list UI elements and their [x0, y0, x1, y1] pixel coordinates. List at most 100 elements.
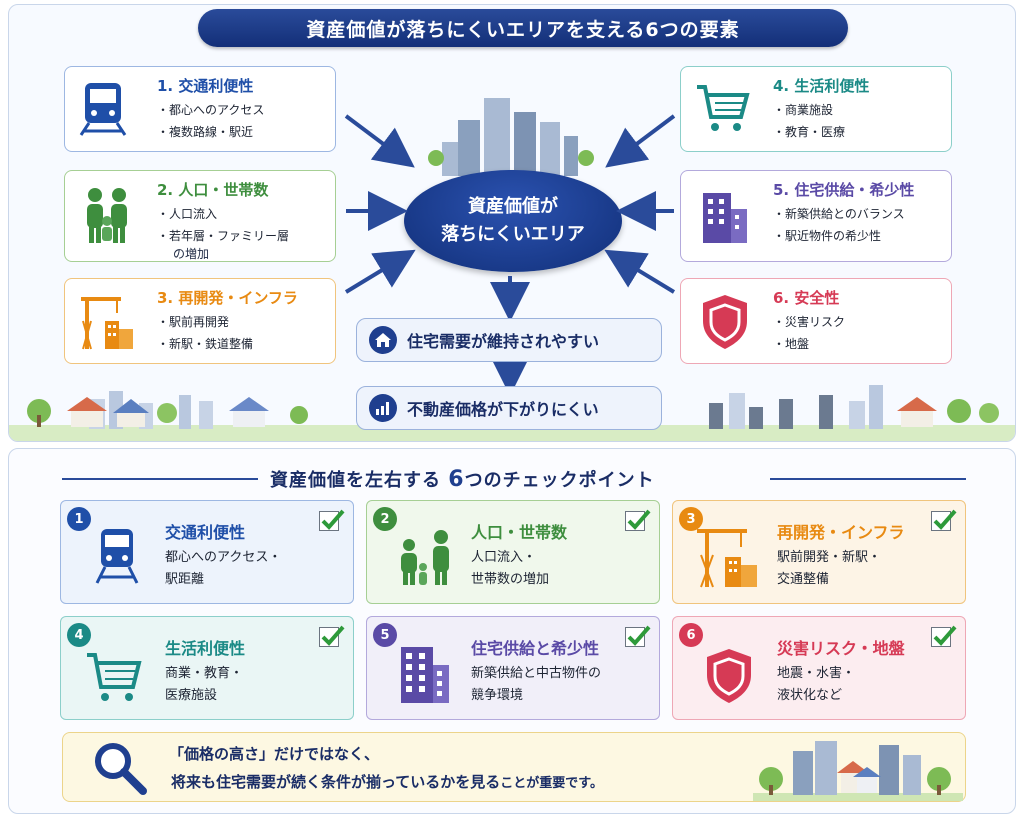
building-icon: [703, 193, 747, 243]
factor-title: 2. 人口・世帯数: [157, 181, 269, 199]
flow-arrows: [344, 114, 676, 396]
desc-line: 液状化など: [777, 688, 843, 703]
check-icon: [319, 625, 345, 647]
factor-bullet: 新駅・鉄道整備: [157, 333, 253, 355]
magnifier-icon: [95, 743, 147, 795]
factor-bullet: 複数路線・駅近: [157, 121, 264, 143]
checkpoint-card-population: 2 人口・世帯数 人口流入・世帯数の増加: [366, 500, 660, 604]
desc-line: 駅前開発・新駅・: [777, 550, 882, 565]
check-icon: [931, 625, 957, 647]
checkpoint-section-title: 資産価値を左右する 6つのチェックポイント: [270, 466, 655, 492]
shield-icon: [707, 649, 751, 703]
section-title-pre: 資産価値を左右する: [270, 470, 441, 491]
factor-card-redevelopment: 3. 再開発・インフラ 駅前再開発 新駅・鉄道整備: [64, 278, 336, 364]
desc-line: 商業・教育・: [165, 666, 244, 681]
checkpoint-desc: 商業・教育・医療施設: [165, 663, 243, 707]
checkpoint-number: 2: [373, 507, 397, 531]
factor-title: 4. 生活利便性: [773, 77, 870, 95]
checkpoint-title: 住宅供給と希少性: [471, 639, 600, 658]
outcome-text: 不動産価格が下がりにくい: [407, 400, 599, 419]
check-icon: [625, 625, 651, 647]
checkpoint-number: 3: [679, 507, 703, 531]
factor-card-transport: 1. 交通利便性 都心へのアクセス 複数路線・駅近: [64, 66, 336, 152]
train-icon: [95, 529, 139, 584]
divider-line-right: [770, 478, 966, 480]
factor-card-population: 2. 人口・世帯数 人口流入 若年層・ファミリー層 の増加: [64, 170, 336, 262]
family-icon: [401, 530, 449, 585]
checkpoint-title: 災害リスク・地盤: [777, 639, 905, 658]
checkpoint-desc: 都心へのアクセス・駅距離: [165, 547, 281, 591]
factor-card-supply: 5. 住宅供給・希少性 新築供給とのバランス 駅近物件の希少性: [680, 170, 952, 262]
shield-icon: [703, 295, 747, 349]
factor-title: 1. 交通利便性: [157, 77, 254, 95]
outcome-text: 住宅需要が維持されやすい: [407, 332, 600, 351]
note-line-1: 「価格の高さ」だけではなく、: [169, 745, 380, 763]
desc-line: 人口流入・: [471, 550, 537, 565]
center-line-1: 資産価値が: [468, 196, 558, 217]
checkpoint-card-disaster: 6 災害リスク・地盤 地震・水害・液状化など: [672, 616, 966, 720]
desc-line: 都心へのアクセス・: [165, 550, 282, 565]
check-icon: [625, 509, 651, 531]
desc-line: 世帯数の増加: [471, 572, 550, 587]
checkpoint-number: 6: [679, 623, 703, 647]
center-line-2: 落ちにくいエリア: [441, 224, 585, 245]
factor-title: 3. 再開発・インフラ: [157, 289, 298, 307]
building-icon: [401, 647, 449, 703]
checkpoint-card-living: 4 生活利便性 商業・教育・医療施設: [60, 616, 354, 720]
checkpoint-card-transport: 1 交通利便性 都心へのアクセス・駅距離: [60, 500, 354, 604]
main-title-banner: 資産価値が落ちにくいエリアを支える6つの要素: [198, 9, 848, 47]
divider-line-left: [62, 478, 258, 480]
factor-card-safety: 6. 安全性 災害リスク 地盤: [680, 278, 952, 364]
family-icon: [87, 188, 127, 243]
center-oval: 資産価値が 落ちにくいエリア: [404, 170, 622, 272]
city-skyline-illustration: [428, 98, 594, 176]
desc-line: 駅距離: [165, 572, 205, 587]
factor-bullet: 商業施設: [773, 99, 845, 121]
outcome-pill-demand: 住宅需要が維持されやすい: [356, 318, 662, 362]
checkpoint-title: 交通利便性: [165, 523, 246, 542]
factor-title: 5. 住宅供給・希少性: [773, 181, 915, 199]
check-icon: [931, 509, 957, 531]
checkpoint-desc: 新築供給と中古物件の競争環境: [471, 663, 601, 707]
desc-line: 交通整備: [777, 572, 830, 587]
desc-line: 医療施設: [165, 688, 218, 703]
cart-icon: [697, 85, 750, 131]
factor-bullet: 教育・医療: [773, 121, 845, 143]
check-icon: [319, 509, 345, 531]
summary-note: 「価格の高さ」だけではなく、 将来も住宅需要が続く条件が揃っているかを見ることが…: [62, 732, 966, 802]
checkpoint-title: 生活利便性: [165, 639, 246, 658]
checkpoint-title: 再開発・インフラ: [777, 523, 905, 542]
town-silhouette-illustration: [9, 385, 1015, 441]
factor-title: 6. 安全性: [773, 289, 840, 307]
note-line-2: 将来も住宅需要が続く条件が揃っているかを見ることが重要です。: [171, 771, 603, 792]
desc-line: 新築供給と中古物件の: [471, 666, 602, 681]
factor-bullet: 地盤: [773, 333, 845, 355]
checkpoint-title: 人口・世帯数: [471, 523, 568, 542]
desc-line: 競争環境: [471, 688, 524, 703]
factor-bullet: 人口流入: [157, 203, 289, 225]
crane-icon: [81, 297, 133, 350]
checkpoint-card-supply: 5 住宅供給と希少性 新築供給と中古物件の競争環境: [366, 616, 660, 720]
factor-card-living: 4. 生活利便性 商業施設 教育・医療: [680, 66, 952, 152]
factor-bullet: 若年層・ファミリー層: [157, 225, 289, 247]
factor-bullet: 新築供給とのバランス: [773, 203, 905, 225]
cart-icon: [87, 653, 142, 701]
checkpoint-desc: 駅前開発・新駅・交通整備: [777, 547, 881, 591]
checkpoint-number: 4: [67, 623, 91, 647]
house-icon: [369, 326, 397, 354]
factor-bullet: 災害リスク: [773, 311, 845, 333]
checkpoint-number: 5: [373, 623, 397, 647]
section-title-num: 6: [448, 467, 465, 492]
train-icon: [79, 83, 127, 136]
factor-bullet: 駅前再開発: [157, 311, 253, 333]
checkpoint-card-redevelopment: 3 再開発・インフラ 駅前開発・新駅・交通整備: [672, 500, 966, 604]
section-title-post: つのチェックポイント: [464, 470, 655, 491]
factor-bullet: 駅近物件の希少性: [773, 225, 905, 247]
crane-icon: [697, 529, 757, 588]
checkpoint-desc: 地震・水害・液状化など: [777, 663, 855, 707]
note-line-2-small: ことが重要です。: [500, 776, 603, 791]
checkpoint-desc: 人口流入・世帯数の増加: [471, 547, 549, 591]
town-illustration: [753, 741, 963, 801]
factor-bullet-cont: の増加: [173, 247, 210, 261]
outcome-pill-price: 不動産価格が下がりにくい: [356, 386, 662, 430]
